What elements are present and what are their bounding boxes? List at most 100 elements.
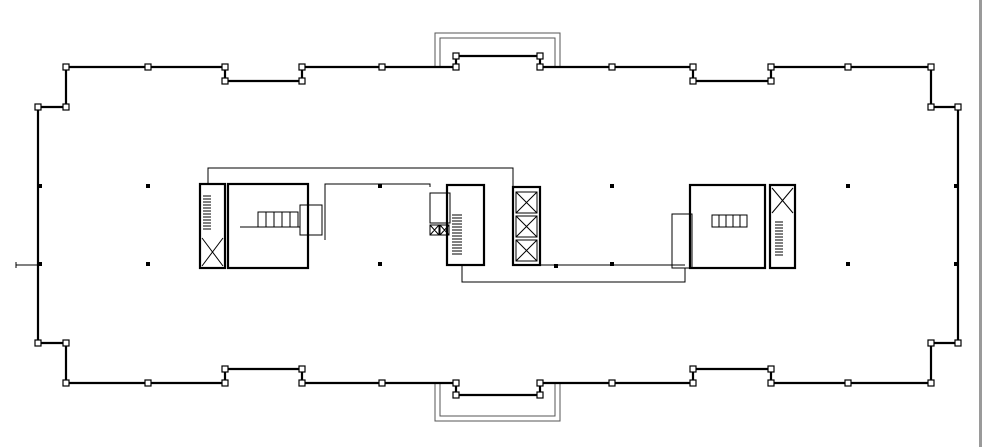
shafts-center xyxy=(429,224,450,236)
floor-marker xyxy=(378,184,382,188)
column xyxy=(689,77,697,85)
stall xyxy=(718,214,727,228)
east-restrooms xyxy=(688,183,767,270)
stall xyxy=(281,211,291,228)
east-stair-treads xyxy=(775,221,783,256)
elevator-car xyxy=(515,239,538,262)
column xyxy=(298,365,306,373)
north-portico xyxy=(434,32,561,67)
column xyxy=(62,103,70,111)
stall xyxy=(273,211,283,228)
column xyxy=(452,63,460,71)
column xyxy=(298,63,306,71)
column xyxy=(767,63,775,71)
center-core xyxy=(429,183,542,267)
column xyxy=(221,365,229,373)
stall xyxy=(265,211,275,228)
elevator-car xyxy=(515,191,538,214)
column xyxy=(536,391,544,399)
floor-marker xyxy=(846,184,850,188)
column xyxy=(767,379,775,387)
floor-marker xyxy=(610,262,614,266)
column xyxy=(536,379,544,387)
column xyxy=(608,63,616,71)
floor-marker xyxy=(146,262,150,266)
west-core xyxy=(198,182,323,270)
east-core xyxy=(671,183,797,270)
column xyxy=(378,379,386,387)
column xyxy=(954,339,962,347)
floor-marker xyxy=(38,184,42,188)
column xyxy=(221,63,229,71)
column xyxy=(844,63,852,71)
column xyxy=(34,339,42,347)
stall xyxy=(725,214,734,228)
column xyxy=(767,77,775,85)
column xyxy=(221,379,229,387)
column xyxy=(452,391,460,399)
column xyxy=(927,103,935,111)
center-stair xyxy=(445,183,486,267)
east-stalls xyxy=(711,214,748,228)
column xyxy=(62,63,70,71)
center-stair-treads xyxy=(452,214,462,255)
stall xyxy=(732,214,741,228)
column xyxy=(34,103,42,111)
floor-marker xyxy=(954,184,958,188)
elevator-cross xyxy=(515,239,538,262)
column xyxy=(536,63,544,71)
column xyxy=(452,379,460,387)
janitor-closet-east xyxy=(671,213,693,269)
west-shaft xyxy=(201,237,224,267)
east-stair xyxy=(768,183,797,270)
column xyxy=(452,52,460,60)
west-stair xyxy=(198,182,227,270)
elevator-car xyxy=(515,215,538,238)
south-portico xyxy=(434,383,561,422)
elevators xyxy=(515,191,538,262)
column xyxy=(689,63,697,71)
west-restrooms xyxy=(226,182,310,270)
column xyxy=(62,379,70,387)
elevator-cross xyxy=(515,191,538,214)
column xyxy=(144,63,152,71)
east-shaft xyxy=(771,187,794,214)
electrical-room xyxy=(429,192,451,224)
floor-marker xyxy=(954,262,958,266)
floor-marker xyxy=(846,262,850,266)
stall xyxy=(257,211,267,228)
floor-marker xyxy=(146,184,150,188)
exterior-wall xyxy=(36,54,960,397)
column xyxy=(844,379,852,387)
perimeter-columns xyxy=(34,52,962,399)
west-stalls xyxy=(257,211,299,228)
west-stair-treads xyxy=(203,195,211,230)
floor-marker xyxy=(554,264,558,268)
right-edge-border xyxy=(979,0,982,447)
column xyxy=(954,103,962,111)
floor-marker xyxy=(38,262,42,266)
floor-marker xyxy=(610,184,614,188)
column xyxy=(62,339,70,347)
column xyxy=(536,52,544,60)
column xyxy=(689,379,697,387)
stall xyxy=(739,214,748,228)
elevator-cross xyxy=(515,215,538,238)
column xyxy=(767,365,775,373)
column xyxy=(221,77,229,85)
column xyxy=(378,63,386,71)
stall xyxy=(711,214,720,228)
column xyxy=(927,63,935,71)
elevator-bank xyxy=(511,185,542,267)
column xyxy=(298,379,306,387)
column xyxy=(927,379,935,387)
janitor-closet-west xyxy=(299,204,323,236)
floor-markers xyxy=(38,184,958,268)
column xyxy=(144,379,152,387)
column xyxy=(927,339,935,347)
column xyxy=(608,379,616,387)
stall xyxy=(289,211,299,228)
floor-marker xyxy=(378,262,382,266)
column xyxy=(298,77,306,85)
